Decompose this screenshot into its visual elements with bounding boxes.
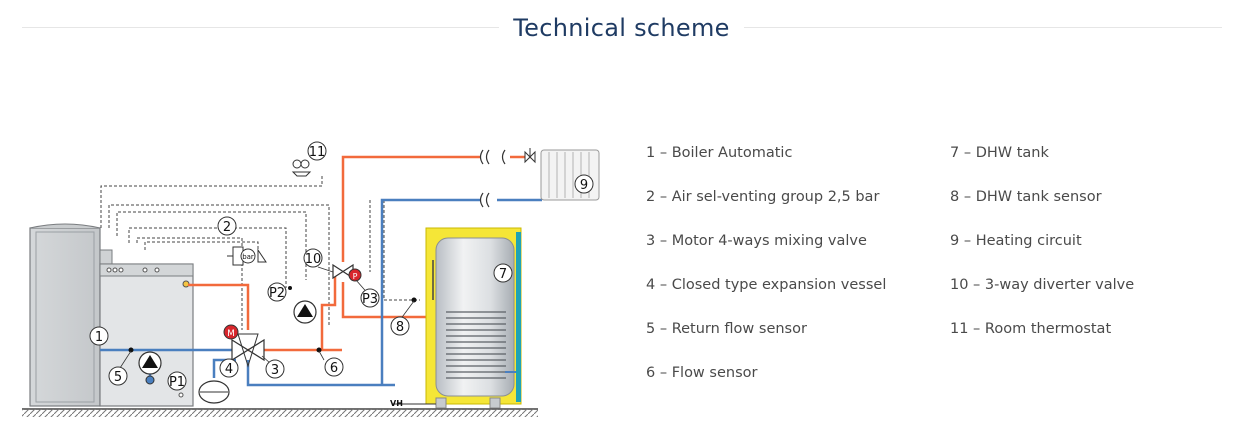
callout-p1: P1 (167, 371, 187, 391)
title-rule-left (22, 27, 502, 28)
legend-item-10: 10 – 3-way diverter valve (950, 277, 1135, 293)
svg-text:P3: P3 (362, 292, 378, 307)
callout-5: 5 (108, 366, 128, 386)
callout-3: 3 (265, 359, 285, 379)
pump-p2 (293, 300, 317, 324)
bar-label: bar (242, 253, 254, 261)
vh-label: VH (390, 399, 403, 408)
page-title: Technical scheme (0, 14, 1243, 42)
legend-item-7: 7 – DHW tank (950, 145, 1049, 161)
diverter-valve (332, 263, 362, 282)
callout-1: 1 (89, 326, 109, 346)
svg-text:P2: P2 (269, 286, 285, 301)
callout-2: 2 (217, 216, 237, 236)
legend-item-5: 5 – Return flow sensor (646, 321, 807, 337)
legend-item-8: 8 – DHW tank sensor (950, 189, 1102, 205)
callout-p3: P3 (360, 288, 380, 308)
legend-item-3: 3 – Motor 4-ways mixing valve (646, 233, 867, 249)
svg-text:5: 5 (114, 370, 122, 385)
technical-scheme-diagram: 1 5 P1 4 3 6 2 P2 10 11 P3 8 7 9 bar M P… (22, 141, 600, 417)
svg-text:7: 7 (499, 267, 507, 282)
pump-p-label: P (353, 272, 358, 281)
svg-text:1: 1 (95, 330, 103, 345)
callout-7: 7 (493, 263, 513, 283)
air-venting-group (227, 246, 267, 266)
svg-text:4: 4 (225, 362, 233, 377)
svg-text:3: 3 (271, 363, 279, 378)
legend-item-11: 11 – Room thermostat (950, 321, 1112, 337)
room-thermostat (291, 159, 312, 177)
floor (22, 408, 538, 417)
legend-item-2: 2 – Air sel-venting group 2,5 bar (646, 189, 880, 205)
svg-text:P1: P1 (169, 375, 185, 390)
cold-pipes (100, 198, 542, 387)
legend-item-1: 1 – Boiler Automatic (646, 145, 793, 161)
callout-4: 4 (219, 358, 239, 378)
legend-left: 1 – Boiler Automatic 2 – Air sel-venting… (646, 131, 886, 395)
svg-text:8: 8 (396, 320, 404, 335)
callout-8: 8 (390, 316, 410, 336)
legend-item-6: 6 – Flow sensor (646, 365, 758, 381)
sensor-points (128, 286, 417, 353)
svg-text:11: 11 (309, 145, 326, 160)
motor-label: M (227, 329, 235, 339)
legend-item-9: 9 – Heating circuit (950, 233, 1082, 249)
expansion-vessel (198, 380, 230, 404)
callout-p2: P2 (267, 282, 287, 302)
pipe-break-marks (479, 149, 506, 208)
callout-9: 9 (574, 174, 594, 194)
mixing-valve (223, 324, 265, 368)
legend-item-4: 4 – Closed type expansion vessel (646, 277, 887, 293)
dhw-tank (392, 227, 522, 409)
svg-text:2: 2 (223, 220, 231, 235)
callout-10: 10 (303, 248, 323, 268)
svg-text:6: 6 (330, 361, 338, 376)
callout-11: 11 (307, 141, 327, 161)
svg-text:9: 9 (580, 178, 588, 193)
pump-p1 (138, 351, 162, 385)
control-wires (100, 175, 420, 330)
callout-6: 6 (324, 357, 344, 377)
title-rule-right (742, 27, 1222, 28)
svg-text:10: 10 (305, 252, 322, 267)
legend-right: 7 – DHW tank 8 – DHW tank sensor 9 – Hea… (950, 131, 1134, 351)
